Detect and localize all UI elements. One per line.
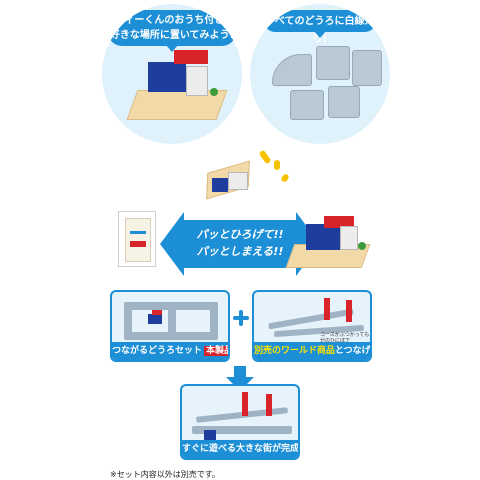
double-arrow-banner: パッとひろげて!! パッとしまえる!!	[160, 212, 320, 276]
panel-world-items: コースがぶつかっても がのひにぼで 別売のワールド商品とつなげよう!	[252, 290, 372, 362]
road-cross-piece	[328, 86, 360, 118]
bubble-roads-text: すべてのどうろに白線入り!	[265, 16, 375, 45]
burst-icon	[280, 173, 290, 183]
speech-bubble-roads: すべてのどうろに白線入り!	[264, 10, 376, 45]
panel-big-city-caption: すぐに遊べる大きな街が完成!	[182, 440, 298, 458]
folded-garage-icon	[212, 178, 228, 192]
feature-circle-house: ティーくんのおうち付き! 好きな場所に置いてみよう!	[102, 4, 242, 144]
panel-road-set-caption: つながるどうろセット本製品	[112, 342, 228, 360]
product-badge: 本製品	[204, 346, 228, 356]
road-track	[210, 302, 218, 338]
arrow-left-icon	[160, 212, 184, 276]
product-box-face	[125, 218, 151, 262]
arrow-text-line1: パッとひろげて!!	[196, 228, 284, 241]
garage-roof	[174, 50, 208, 64]
tower-icon	[266, 394, 272, 416]
road-track	[168, 302, 176, 338]
mini-garage-icon	[148, 314, 162, 324]
big-city-caption-text: すぐに遊べる大きな街が完成!	[182, 444, 300, 454]
road-t-piece	[352, 50, 382, 86]
tower-icon	[346, 300, 352, 322]
shrub-icon	[358, 242, 366, 250]
panel-road-set: つながるどうろセット本製品	[110, 290, 230, 362]
mini-garage-icon	[204, 430, 216, 440]
tower-icon	[242, 392, 248, 416]
road-straight-piece	[316, 46, 350, 80]
burst-icon	[274, 160, 280, 170]
arrow-text: パッとひろげて!! パッとしまえる!!	[160, 226, 320, 260]
panel-note: コースがぶつかっても がのひにぼで	[320, 332, 369, 344]
garage-icon	[148, 62, 186, 92]
road-corner-piece	[290, 90, 324, 120]
bubble-tail-icon	[166, 45, 178, 52]
down-arrow-stem	[234, 366, 246, 378]
world-items-rest: とつなげよう!	[335, 346, 371, 356]
shrub-icon	[210, 88, 218, 96]
panel-note-line2: がのひにぼで	[320, 338, 351, 344]
road-track	[124, 302, 132, 338]
panel-big-city: すぐに遊べる大きな街が完成!	[180, 384, 300, 460]
speech-bubble-house: ティーくんのおうち付き! 好きな場所に置いてみよう!	[108, 10, 236, 52]
city-track	[192, 426, 292, 434]
footnote: ※セット内容以外は別売です。	[110, 470, 220, 479]
bubble-house-line1: ティーくんのおうち付き!	[115, 15, 229, 26]
feature-circle-roads: すべてのどうろに白線入り!	[250, 4, 390, 144]
open-house-wall	[340, 226, 358, 250]
tower-icon	[324, 298, 330, 320]
panel-world-items-caption: 別売のワールド商品とつなげよう!	[254, 342, 370, 360]
open-house	[284, 210, 371, 272]
product-box	[118, 211, 156, 267]
world-items-highlight: 別売のワールド商品	[254, 346, 336, 356]
folded-wall	[228, 172, 248, 190]
panel-note-line1: コースがぶつかっても	[320, 332, 370, 338]
folded-house	[198, 150, 268, 200]
open-garage-roof	[324, 216, 354, 228]
box-stripe-blue	[130, 231, 146, 234]
mini-garage-roof	[152, 310, 162, 315]
arrow-body	[182, 220, 298, 268]
box-stripe-red	[130, 241, 146, 247]
arrow-text-line2: パッとしまえる!!	[196, 245, 284, 258]
house-wall	[186, 66, 208, 96]
plus-icon	[233, 310, 249, 326]
bubble-tail-icon	[314, 31, 326, 38]
open-garage-icon	[306, 224, 340, 250]
road-curve-piece	[272, 54, 312, 86]
bubble-house-line2: 好きな場所に置いてみよう!	[109, 30, 235, 41]
road-set-caption-text: つながるどうろセット	[112, 346, 203, 356]
